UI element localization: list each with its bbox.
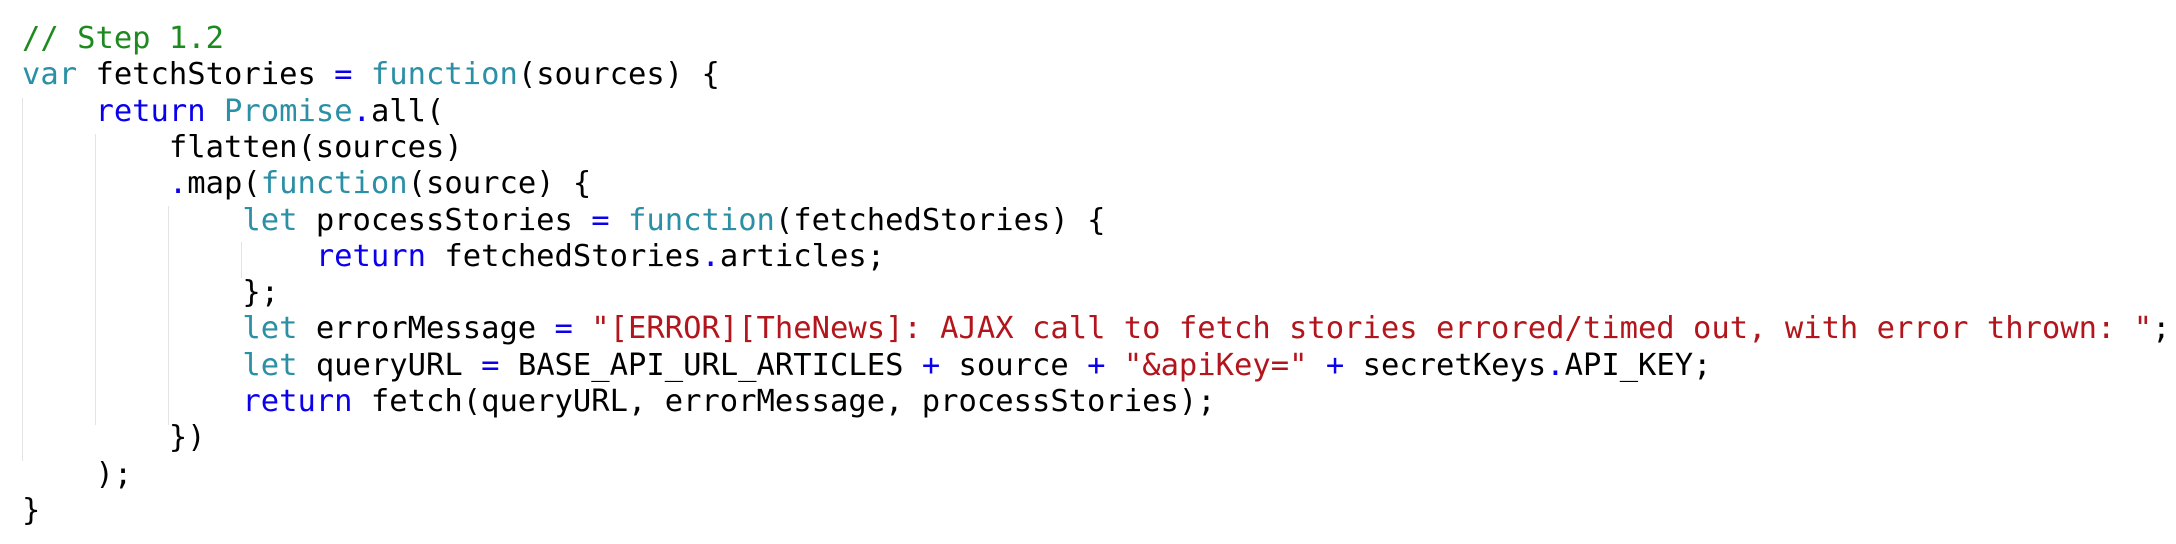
code-token <box>573 311 591 346</box>
code-line: }; <box>22 275 279 311</box>
code-token: (source) { <box>407 166 592 202</box>
code-line: return fetchedStories.articles; <box>22 239 885 275</box>
code-token: function <box>628 202 775 238</box>
code-token: + <box>1325 347 1345 383</box>
code-line: } <box>22 493 40 529</box>
code-token <box>1307 348 1325 383</box>
code-token: (sources) { <box>517 57 720 93</box>
code-token: + <box>921 347 941 383</box>
code-line: }) <box>22 420 206 456</box>
code-token: "[ERROR][TheNews]: AJAX call to fetch st… <box>591 311 2153 347</box>
code-token: (fetchedStories) { <box>774 202 1106 238</box>
indent-guide <box>95 134 96 425</box>
code-line: let errorMessage = "[ERROR][TheNews]: AJ… <box>22 311 2170 347</box>
code-token: }) <box>22 420 206 456</box>
code-token: API_KEY; <box>1564 347 1712 383</box>
code-token: }; <box>22 275 280 311</box>
code-token: let <box>242 347 298 383</box>
code-line: var fetchStories = function(sources) { <box>22 57 720 93</box>
code-token: ); <box>22 456 133 492</box>
code-token: = <box>334 57 353 93</box>
code-token: fetchedStories <box>426 238 702 274</box>
code-token: BASE_API_URL_ARTICLES <box>499 347 922 383</box>
code-token <box>22 348 242 383</box>
indent-guide <box>168 206 169 425</box>
code-token: processStories <box>297 202 592 238</box>
code-token <box>22 384 242 419</box>
code-token: // Step 1.2 <box>22 21 224 56</box>
code-token <box>353 57 371 92</box>
code-token: map( <box>187 166 261 202</box>
code-line: return fetch(queryURL, errorMessage, pro… <box>22 384 1216 420</box>
indent-guide <box>241 242 242 278</box>
code-token: + <box>1087 347 1106 383</box>
code-line: return Promise.all( <box>22 94 444 130</box>
code-token: . <box>1546 347 1565 383</box>
code-token: fetchStories <box>77 57 335 93</box>
code-token <box>22 239 316 274</box>
code-token: = <box>481 347 500 383</box>
code-token: . <box>168 166 188 202</box>
code-token: return <box>242 384 353 419</box>
code-token <box>22 311 242 346</box>
code-token: errorMessage <box>297 311 555 347</box>
code-token: . <box>352 93 371 129</box>
code-line: .map(function(source) { <box>22 166 591 202</box>
code-token <box>206 94 224 129</box>
code-token <box>610 203 628 238</box>
code-token: let <box>242 311 298 347</box>
code-line: flatten(sources) <box>22 130 463 166</box>
code-token: var <box>22 57 78 93</box>
code-token: ; <box>2152 311 2171 347</box>
code-token <box>22 94 95 129</box>
code-token: function <box>260 166 408 202</box>
code-token: all( <box>370 93 445 129</box>
code-token: . <box>701 238 720 274</box>
code-token: articles; <box>719 238 886 274</box>
code-token: } <box>22 492 41 528</box>
code-token: fetch(queryURL, errorMessage, processSto… <box>352 384 1216 419</box>
code-line: let processStories = function(fetchedSto… <box>22 203 1105 239</box>
code-token: let <box>242 202 298 238</box>
code-token <box>22 203 242 238</box>
code-token <box>1105 348 1123 383</box>
code-token: = <box>554 311 573 347</box>
code-token: = <box>591 202 610 238</box>
code-line: // Step 1.2 <box>22 21 224 57</box>
code-token <box>22 166 169 201</box>
code-token: queryURL <box>297 347 482 383</box>
code-line: ); <box>22 457 132 493</box>
code-token: "&apiKey=" <box>1123 347 1308 383</box>
code-token: flatten(sources) <box>22 129 463 165</box>
code-token: source <box>940 347 1088 383</box>
code-line: let queryURL = BASE_API_URL_ARTICLES + s… <box>22 347 1712 384</box>
code-token: secretKeys <box>1344 347 1547 383</box>
code-token: function <box>370 57 518 93</box>
code-token: Promise <box>224 93 353 129</box>
code-token: return <box>315 238 426 274</box>
code-token: return <box>95 93 206 129</box>
indent-guide <box>22 98 23 461</box>
